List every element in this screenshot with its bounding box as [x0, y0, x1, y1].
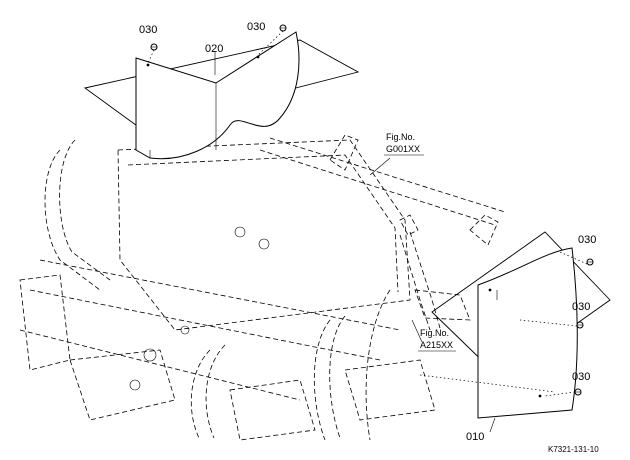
- cover-020: [83, 31, 360, 160]
- cover-010: [419, 231, 611, 419]
- fig-ref-g001xx: Fig.No. G001XX: [384, 132, 424, 156]
- label-cover-010: 010: [466, 431, 484, 443]
- fig-ref-a215xx-line1: Fig.No.: [420, 328, 449, 338]
- bolt-5-icon: [574, 388, 582, 396]
- fig-ref-a215xx: Fig.No. A215XX: [418, 328, 456, 352]
- chassis-frame: [19, 134, 506, 441]
- drawing-code: K7321-131-10: [548, 445, 599, 454]
- bolt-2-icon: [279, 24, 287, 32]
- fig-ref-g001xx-line1: Fig.No.: [386, 132, 415, 142]
- fig-ref-a215xx-line2: A215XX: [420, 340, 453, 350]
- bolt-1-icon: [150, 43, 158, 51]
- label-bolt-4: 030: [572, 301, 590, 313]
- part-labels: 030 030 020 030 030 030 010: [139, 21, 596, 443]
- label-bolt-5: 030: [572, 371, 590, 383]
- bolt-3-icon: [586, 258, 594, 266]
- bolt-4-icon: [576, 321, 584, 329]
- label-cover-020: 020: [205, 43, 223, 55]
- label-bolt-2: 030: [247, 21, 265, 33]
- bolts: [147, 24, 594, 397]
- leader-lines: [214, 52, 496, 433]
- fig-ref-g001xx-line2: G001XX: [386, 144, 420, 154]
- label-bolt-3: 030: [578, 234, 596, 246]
- label-bolt-1: 030: [139, 24, 157, 36]
